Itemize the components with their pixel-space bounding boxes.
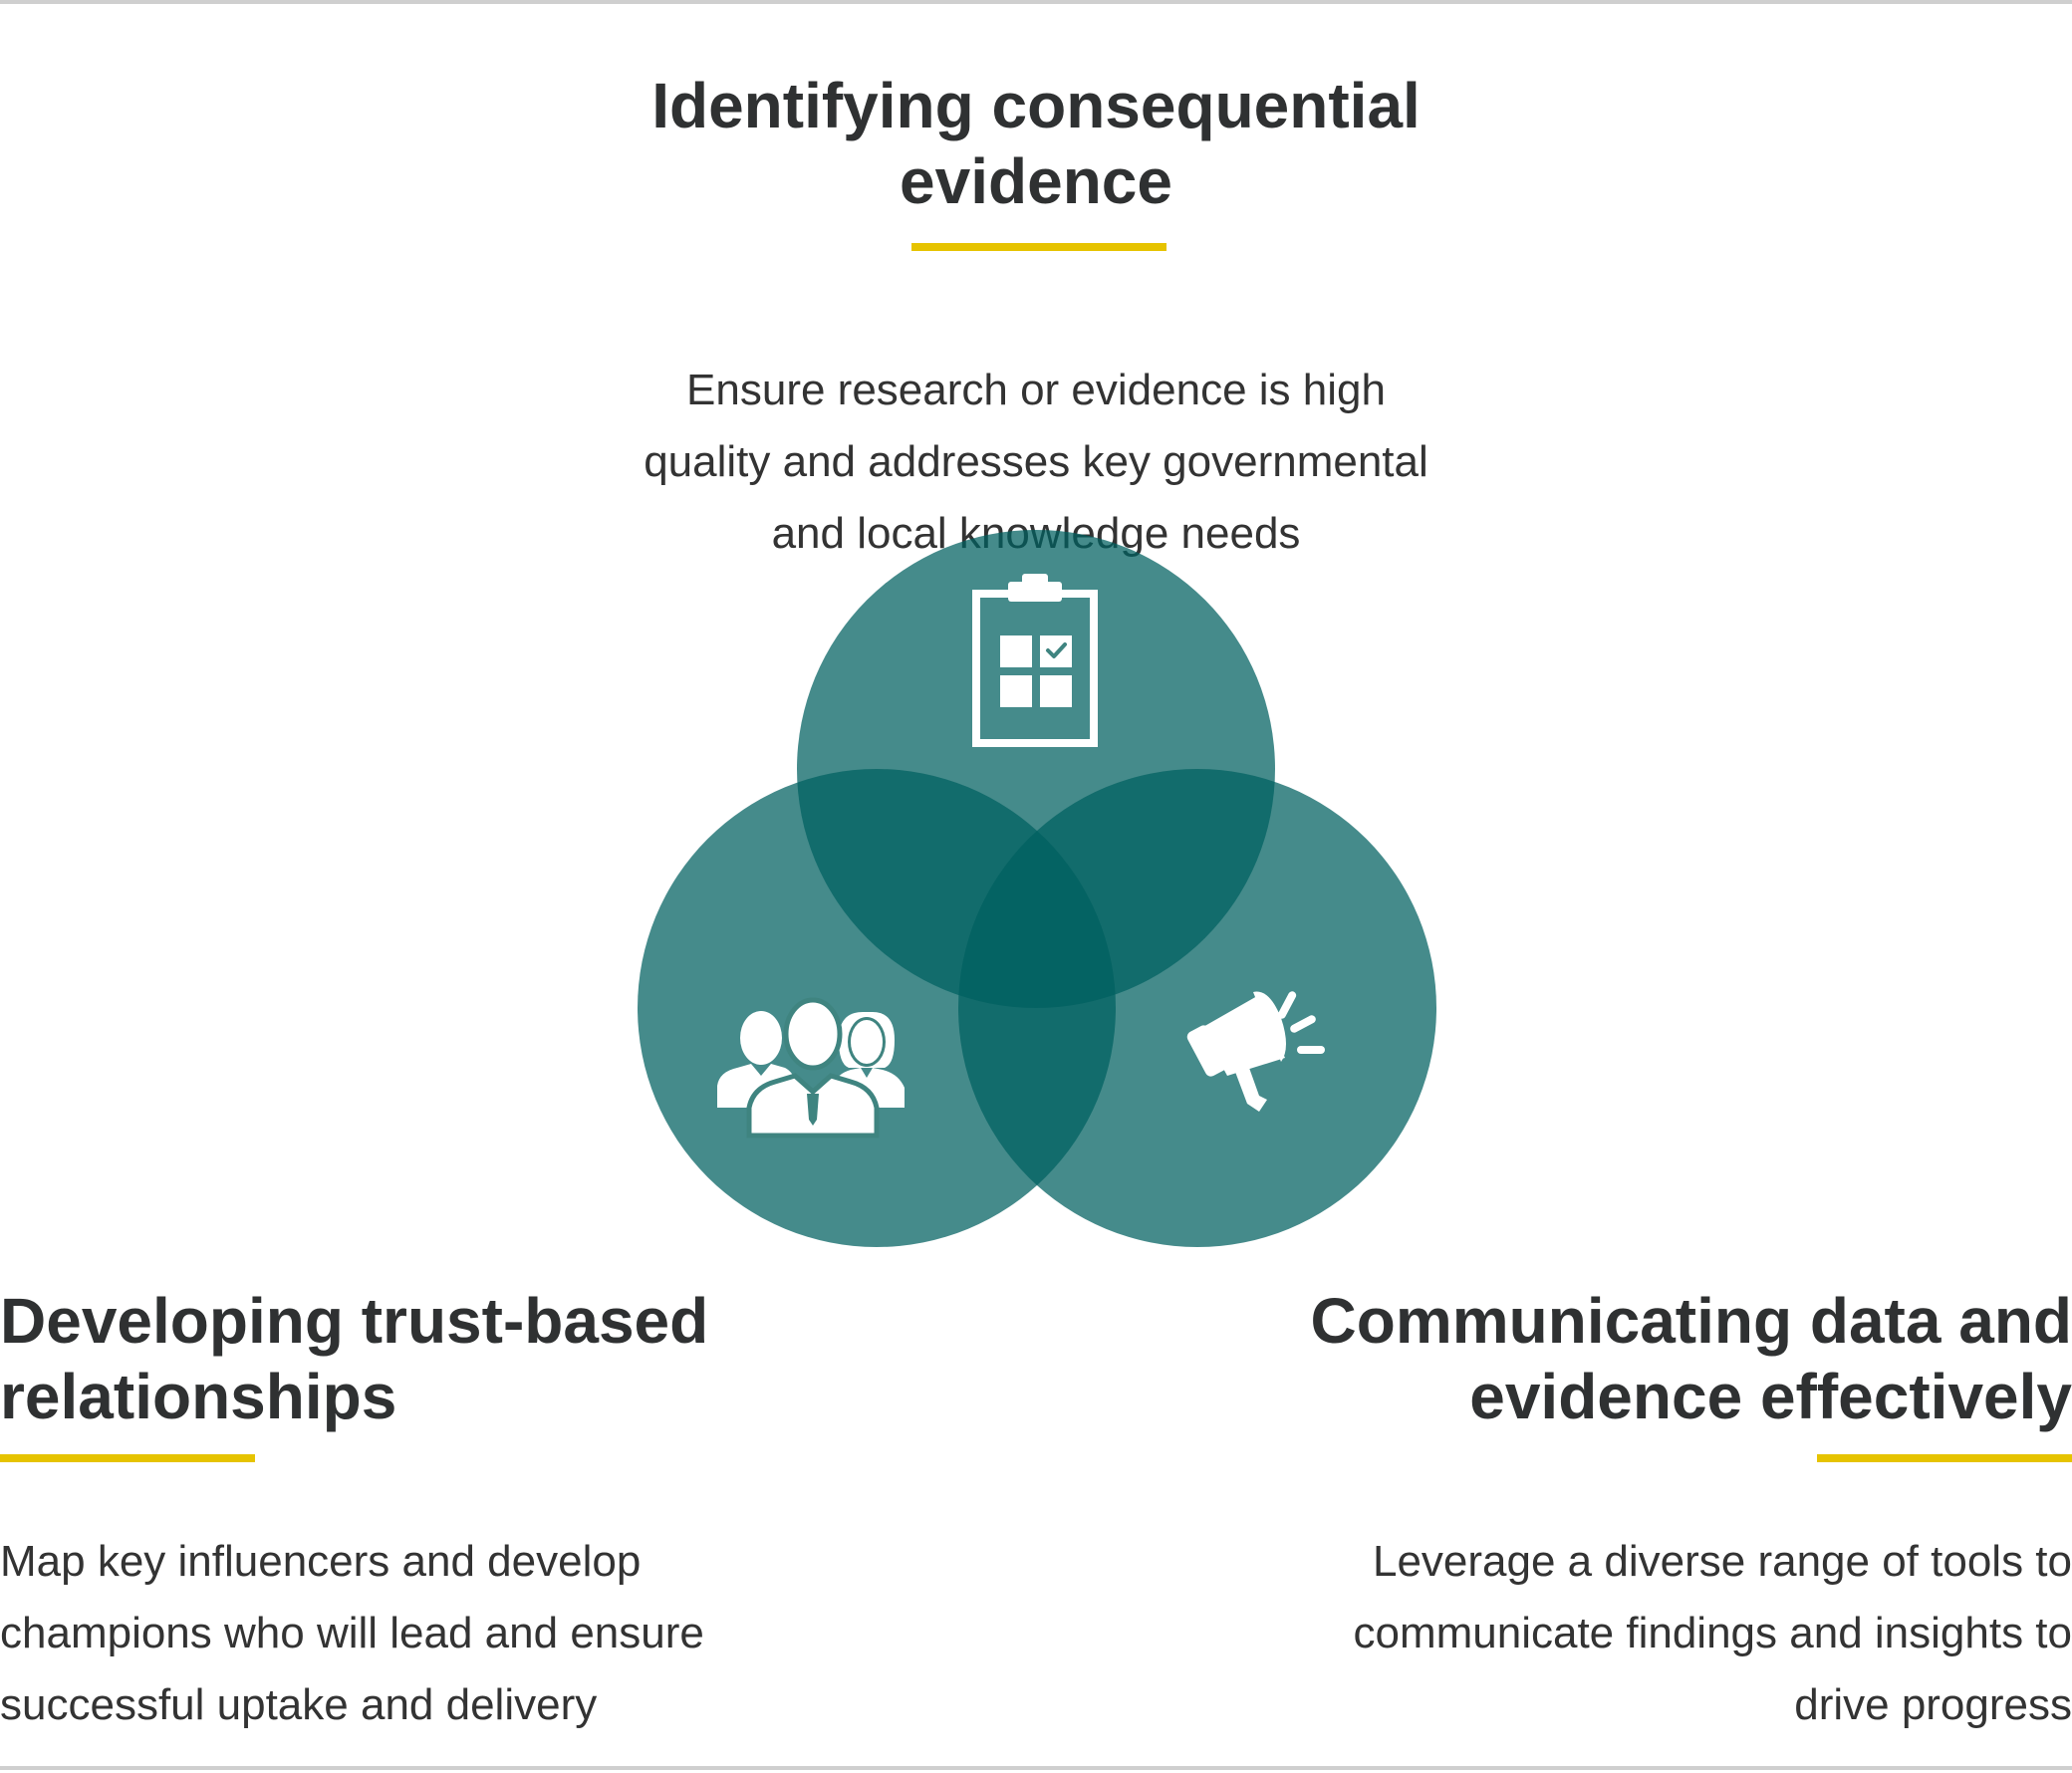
- heading-line: Communicating data and: [1310, 1285, 2072, 1357]
- description-line: Leverage a diverse range of tools to: [1372, 1537, 2072, 1586]
- heading-underline: [0, 1454, 255, 1462]
- heading-line: Identifying consequential: [651, 70, 1421, 141]
- top-divider: [0, 0, 2072, 4]
- people-group-icon: [717, 997, 905, 1139]
- description-line: Map key influencers and develop: [0, 1537, 642, 1586]
- description-trust-relationships: Map key influencers and develop champion…: [0, 1526, 797, 1741]
- heading-identifying-evidence: Identifying consequential evidence: [538, 68, 1534, 219]
- heading-line: relationships: [0, 1361, 397, 1432]
- description-line: champions who will lead and ensure: [0, 1609, 704, 1657]
- description-line: Ensure research or evidence is high: [686, 366, 1386, 414]
- heading-line: evidence: [900, 145, 1172, 217]
- clipboard-checklist-icon: [972, 574, 1098, 747]
- description-line: quality and addresses key governmental: [644, 437, 1428, 486]
- heading-underline: [1817, 1454, 2072, 1462]
- heading-communicating-evidence: Communicating data and evidence effectiv…: [1235, 1283, 2072, 1434]
- description-line: communicate findings and insights to: [1353, 1609, 2072, 1657]
- heading-underline: [911, 243, 1166, 251]
- venn-circle-right: [958, 769, 1436, 1247]
- venn-diagram: [638, 530, 1436, 1247]
- bottom-divider: [0, 1766, 2072, 1770]
- description-communicating-evidence: Leverage a diverse range of tools to com…: [1235, 1526, 2072, 1741]
- heading-line: Developing trust-based: [0, 1285, 709, 1357]
- description-line: successful uptake and delivery: [0, 1680, 598, 1729]
- megaphone-icon: [1186, 991, 1325, 1112]
- heading-trust-relationships: Developing trust-based relationships: [0, 1283, 797, 1434]
- description-line: drive progress: [1794, 1680, 2072, 1729]
- heading-line: evidence effectively: [1469, 1361, 2072, 1432]
